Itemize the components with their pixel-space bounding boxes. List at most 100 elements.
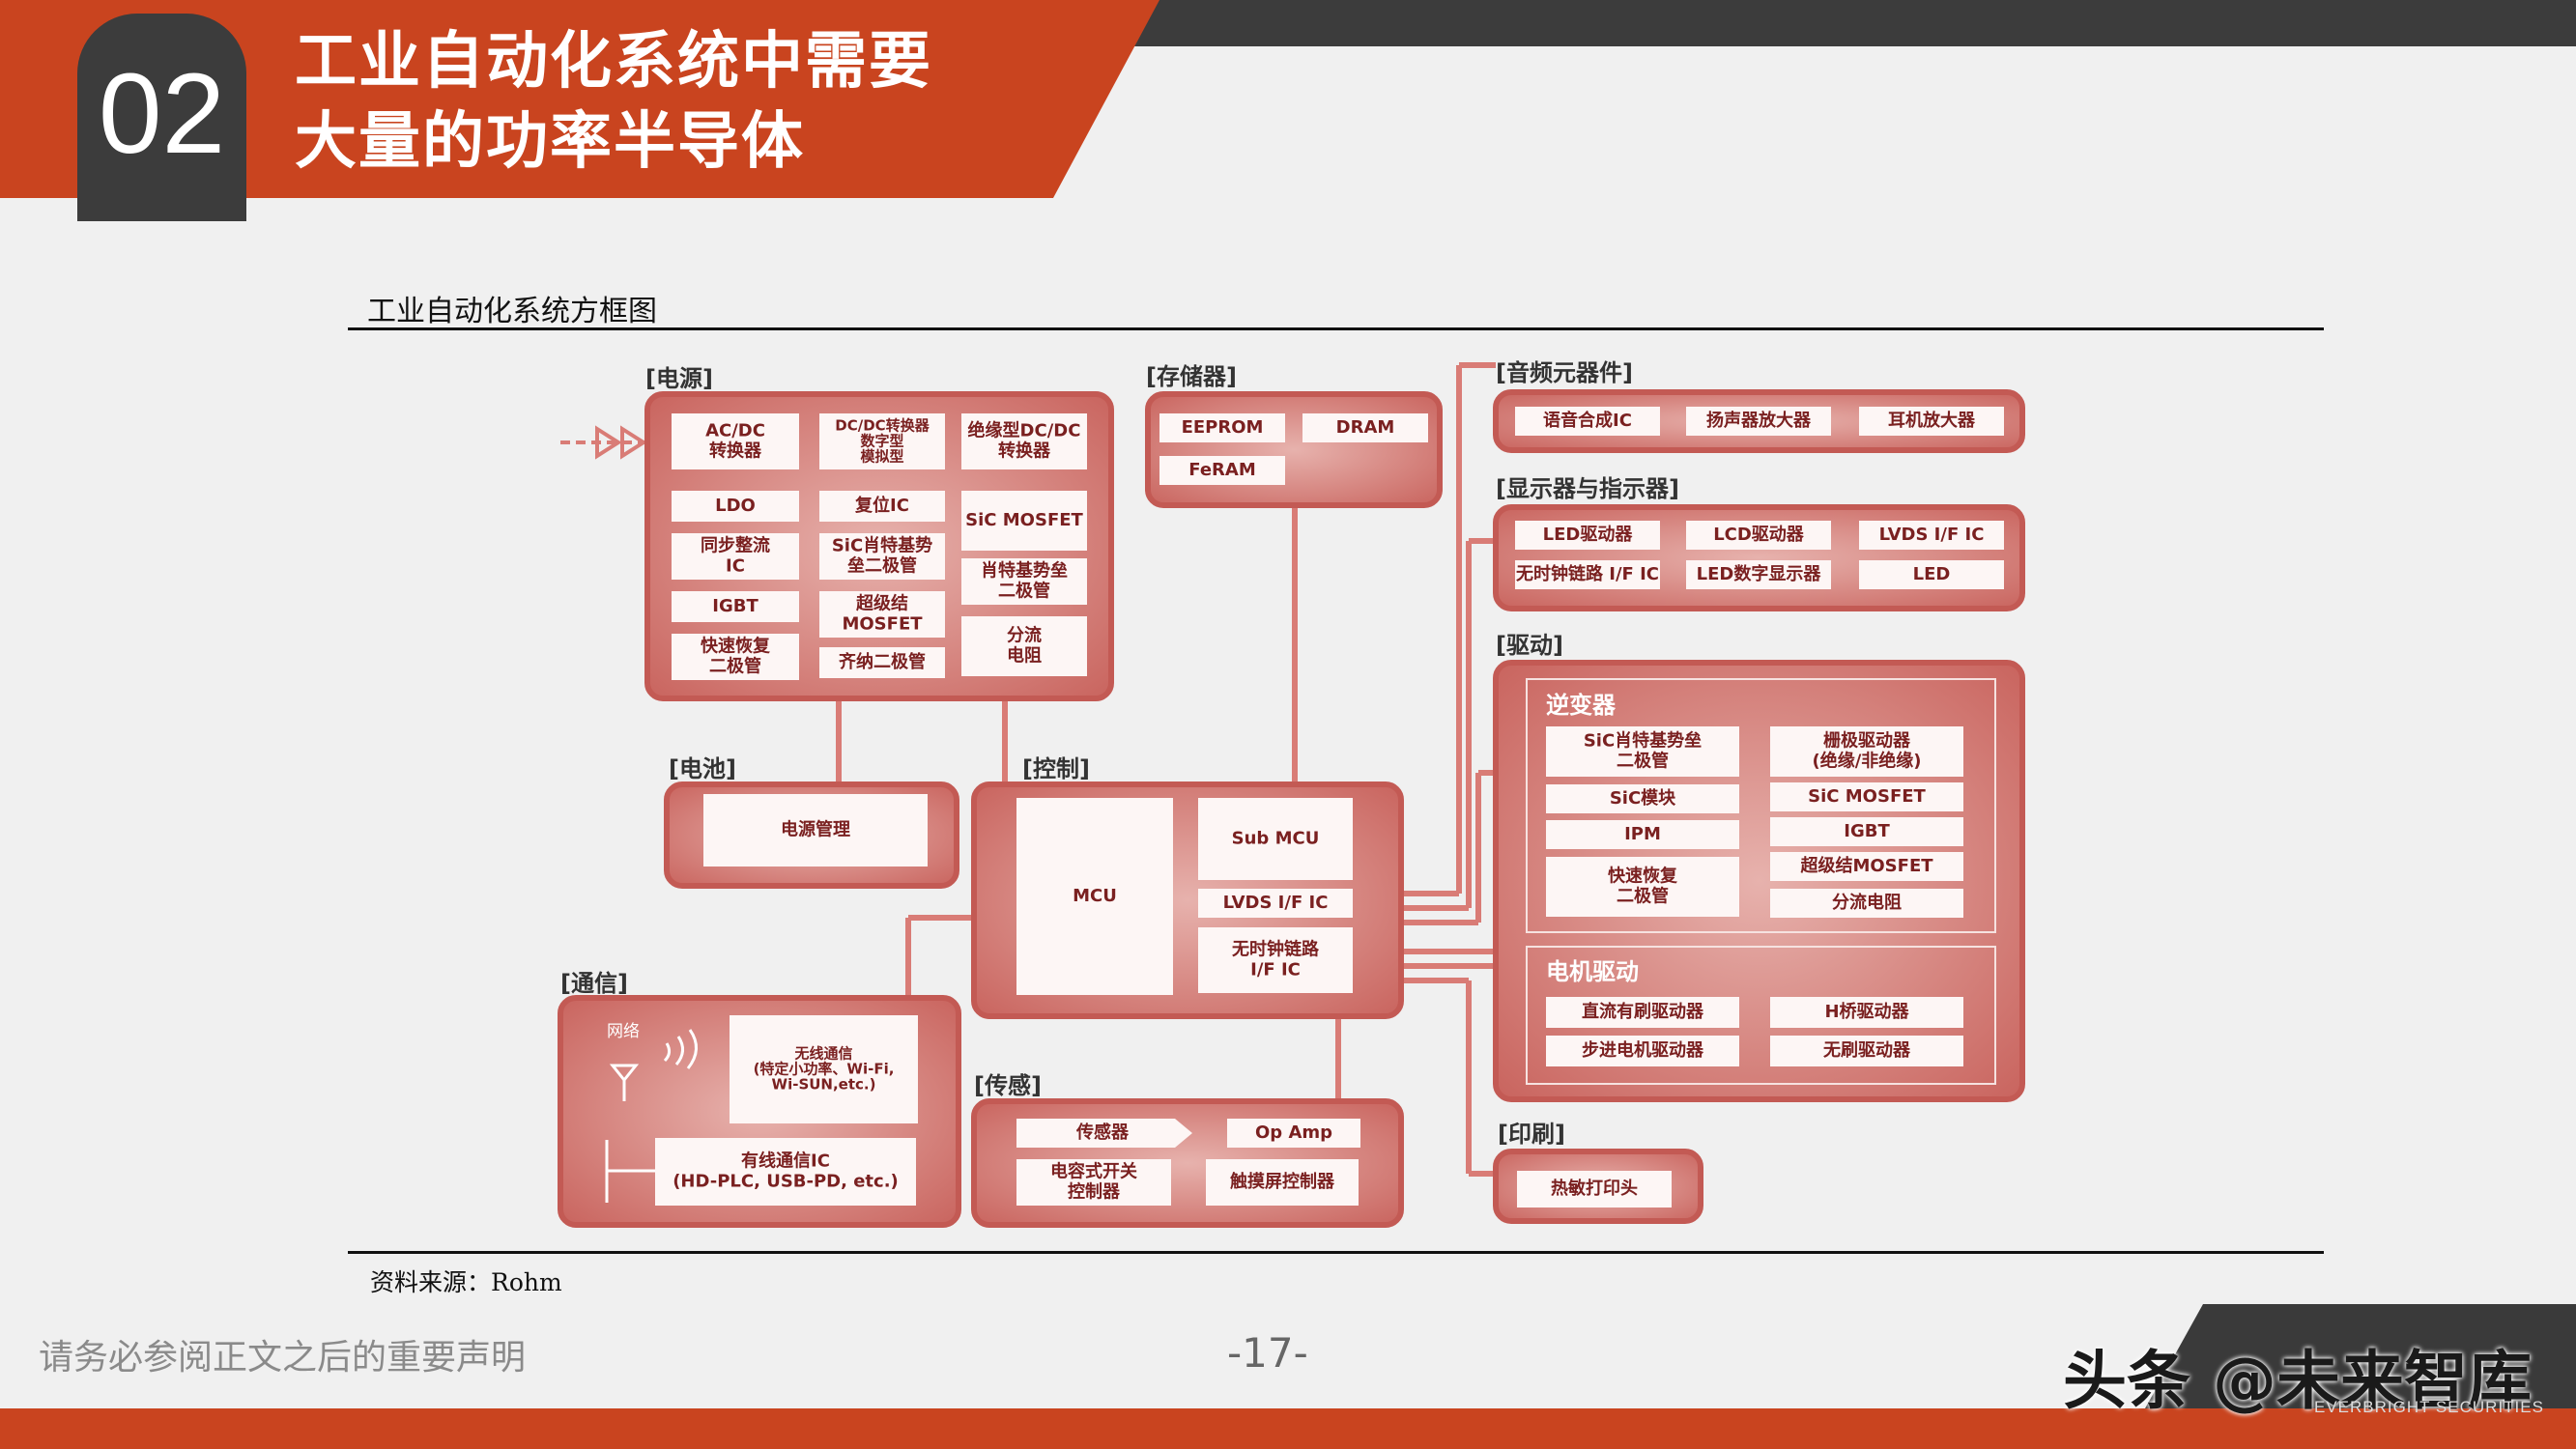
section-label-display: [显示器与指示器] [1496, 475, 1679, 502]
box-sic-mosfet-p: SiC MOSFET [961, 491, 1087, 551]
box-text: 二极管 [709, 656, 761, 677]
box-hp-amp: 耳机放大器 [1859, 407, 2004, 436]
box-mcu: MCU [1016, 798, 1173, 995]
page-title-line2: 大量的功率半导体 [295, 106, 805, 178]
section-label-sensing: [传感] [974, 1072, 1042, 1099]
box-text: 语音合成IC [1543, 410, 1632, 431]
box-text: 有线通信IC [741, 1151, 830, 1172]
page-title-line1: 工业自动化系统中需要 [295, 26, 932, 98]
box-text: 电容式开关 [1050, 1161, 1137, 1182]
box-text: I/F IC [1250, 960, 1301, 980]
box-text: 栅极驱动器 [1823, 730, 1911, 752]
box-text: (绝缘/非绝缘) [1812, 751, 1921, 772]
box-text: LVDS I/F IC [1879, 525, 1985, 545]
box-speaker-amp: 扬声器放大器 [1686, 407, 1831, 436]
box-text: SiC MOSFET [1808, 786, 1926, 807]
group-motor-outline [1526, 946, 1996, 1085]
section-number-tab [77, 14, 246, 221]
panel-storage [1145, 391, 1443, 508]
box-dram: DRAM [1302, 413, 1428, 442]
box-text: 无线通信 [793, 1045, 852, 1063]
box-sic-mosfet-d: SiC MOSFET [1770, 782, 1963, 811]
box-lvds-c: LVDS I/F IC [1198, 889, 1353, 918]
box-text: 电源管理 [781, 819, 850, 840]
box-text: 扬声器放大器 [1706, 410, 1812, 431]
box-super-mosfet: 超级结MOSFET [819, 591, 945, 638]
box-lcd-drv: LCD驱动器 [1686, 521, 1831, 550]
box-text: 电阻 [1007, 645, 1042, 667]
box-text: 转换器 [709, 440, 762, 462]
section-label-storage: [存储器] [1146, 363, 1237, 390]
box-touch-ctrl: 触摸屏控制器 [1206, 1159, 1359, 1206]
box-clockless-d: 无时钟链路 I/F IC [1515, 560, 1660, 589]
disclaimer-text: 请务必参阅正文之后的重要声明 [39, 1338, 527, 1378]
box-gate-drv: 栅极驱动器(绝缘/非绝缘) [1770, 726, 1963, 777]
box-text: MCU [1073, 886, 1117, 906]
box-text: MOSFET [842, 614, 923, 635]
box-text: 快速恢复 [1608, 866, 1678, 887]
box-hbridge: H桥驱动器 [1770, 997, 1963, 1028]
group-label-motor: 电机驱动 [1546, 958, 1639, 985]
top-rule [348, 327, 2324, 330]
bottom-bar [0, 1408, 2576, 1449]
box-eeprom: EEPROM [1159, 413, 1285, 442]
section-label-power: [电源] [645, 365, 713, 392]
box-text: 齐纳二极管 [839, 651, 926, 672]
box-sic-module: SiC模块 [1546, 784, 1739, 813]
box-text: 耳机放大器 [1888, 410, 1976, 431]
box-text: LVDS I/F IC [1223, 893, 1329, 913]
box-text: FeRAM [1188, 460, 1255, 480]
box-wired: 有线通信IC(HD-PLC, USB-PD, etc.) [655, 1138, 916, 1206]
box-text: DRAM [1336, 417, 1395, 438]
box-text: SiC MOSFET [965, 510, 1083, 530]
box-reset-ic: 复位IC [819, 491, 945, 522]
box-text: 分流 [1007, 625, 1042, 646]
box-text: EEPROM [1182, 417, 1264, 438]
box-text: LED数字显示器 [1697, 563, 1822, 584]
box-text: Op Amp [1255, 1122, 1332, 1143]
page-number: -17- [1227, 1329, 1308, 1377]
box-text: 超级结 [856, 593, 908, 614]
box-text: 二极管 [998, 581, 1050, 602]
box-text: 无时钟链路 I/F IC [1516, 563, 1659, 584]
box-igbt-p: IGBT [672, 591, 799, 622]
figure-caption: 工业自动化系统方框图 [367, 295, 657, 328]
network-label: 网络 [607, 1022, 640, 1041]
box-led-num: LED数字显示器 [1686, 560, 1831, 589]
box-text: IGBT [712, 596, 758, 616]
box-lvds-d: LVDS I/F IC [1859, 521, 2004, 550]
box-text: Sub MCU [1232, 829, 1320, 849]
box-text: 同步整流 [701, 535, 770, 556]
box-text: AC/DC [705, 421, 765, 441]
box-text: (特定小功率、Wi-Fi, [754, 1061, 895, 1078]
box-sensor: 传感器 [1016, 1119, 1192, 1148]
box-text: SiC模块 [1610, 787, 1676, 809]
box-text: 绝缘型DC/DC [968, 420, 1081, 441]
connector-lines [560, 362, 1496, 1177]
box-text: 转换器 [998, 440, 1051, 462]
box-text: SiC肖特基势垒 [1584, 730, 1702, 752]
box-brushless: 无刷驱动器 [1770, 1036, 1963, 1066]
box-text: 二极管 [1617, 886, 1669, 907]
source-note: 资料来源：Rohm [370, 1268, 562, 1296]
section-label-audio: [音频元器件] [1496, 359, 1633, 386]
box-acdc: AC/DC转换器 [672, 413, 799, 469]
box-text: 快速恢复 [701, 636, 771, 657]
box-text: LCD驱动器 [1713, 525, 1805, 545]
box-text: LED [1913, 564, 1951, 584]
box-feram: FeRAM [1159, 456, 1285, 485]
box-thermal-head: 热敏打印头 [1517, 1171, 1672, 1208]
box-text: DC/DC转换器 [835, 417, 930, 435]
box-led: LED [1859, 560, 2004, 589]
box-text: 超级结MOSFET [1800, 855, 1933, 876]
box-shunt-d: 分流电阻 [1770, 889, 1963, 918]
box-text: IGBT [1844, 821, 1890, 841]
box-stepper: 步进电机驱动器 [1546, 1036, 1739, 1066]
box-text: (HD-PLC, USB-PD, etc.) [673, 1172, 899, 1192]
box-super-mosfet-d: 超级结MOSFET [1770, 852, 1963, 881]
